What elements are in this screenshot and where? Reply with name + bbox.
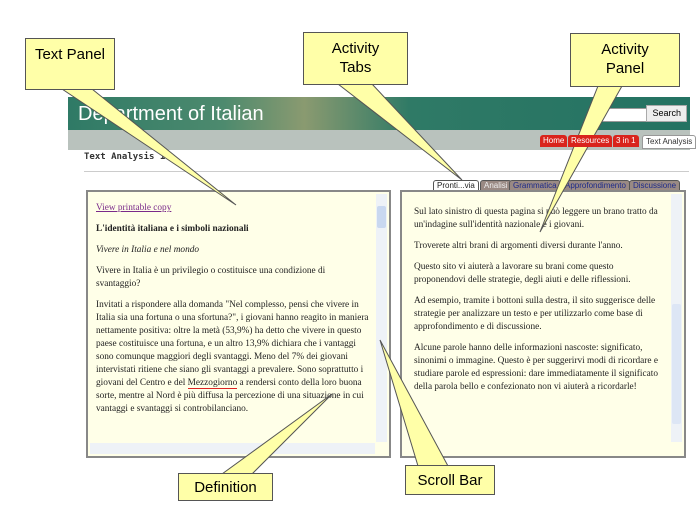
activity-paragraph: Alcune parole hanno delle informazioni n… <box>414 343 658 392</box>
callout-activity-tabs: Activity Tabs <box>303 32 408 85</box>
activity-paragraph: Ad esempio, tramite i bottoni sulla dest… <box>414 296 656 332</box>
vertical-scrollbar[interactable] <box>376 194 387 442</box>
activity-paragraph: Troverete altri brani di argomenti diver… <box>414 241 623 251</box>
nav-tab-text-analysis[interactable]: Text Analysis <box>642 135 697 149</box>
page-title: Text Analysis 1 <box>84 152 166 162</box>
definition-pointer <box>220 393 333 475</box>
nav-tab-3in1[interactable]: 3 in 1 <box>613 135 639 147</box>
activity-panel: Sul lato sinistro di questa pagina si pu… <box>400 190 686 458</box>
horizontal-scrollbar[interactable] <box>90 443 375 454</box>
text-fragment: a rendersi conto della loro buona sorte,… <box>96 378 364 414</box>
activity-tab-pronti[interactable]: Pronti...via <box>433 180 479 191</box>
activity-tab-discussione[interactable]: Discussione <box>629 180 681 191</box>
vertical-scrollbar[interactable] <box>671 194 682 442</box>
text-heading: L'identità italiana e i simboli nazional… <box>96 224 249 234</box>
printable-copy-link[interactable]: View printable copy <box>96 203 172 213</box>
nav-tab-resources[interactable]: Resources <box>568 135 613 147</box>
text-paragraph: Vivere in Italia è un privilegio o costi… <box>96 266 326 289</box>
scrollbar-thumb[interactable] <box>672 304 681 424</box>
definition-word[interactable]: Mezzogiorno <box>187 378 238 389</box>
scrollbar-thumb[interactable] <box>377 206 386 228</box>
search-button[interactable]: Search <box>646 105 687 122</box>
callout-activity-panel: Activity Panel <box>570 33 680 87</box>
text-panel-pointer <box>60 88 237 206</box>
scroll-bar-pointer <box>379 339 449 467</box>
text-paragraph: Invitati a rispondere alla domanda "Nel … <box>96 299 369 416</box>
callout-definition: Definition <box>178 473 273 501</box>
callout-scroll-bar: Scroll Bar <box>405 465 495 495</box>
activity-panel-pointer <box>539 85 623 233</box>
activity-paragraph: Questo sito vi aiuterà a lavorare su bra… <box>414 262 631 285</box>
nav-bar <box>68 130 690 150</box>
activity-paragraph: Sul lato sinistro di questa pagina si pu… <box>414 207 658 230</box>
activity-tabs-pointer <box>336 83 463 181</box>
text-panel: View printable copy L'identità italiana … <box>86 190 391 458</box>
callout-text-panel: Text Panel <box>25 38 115 90</box>
text-subheading: Vivere in Italia e nel mondo <box>96 245 200 255</box>
divider <box>84 171 689 172</box>
nav-tab-home[interactable]: Home <box>540 135 568 147</box>
text-fragment: Invitati a rispondere alla domanda "Nel … <box>96 300 369 388</box>
